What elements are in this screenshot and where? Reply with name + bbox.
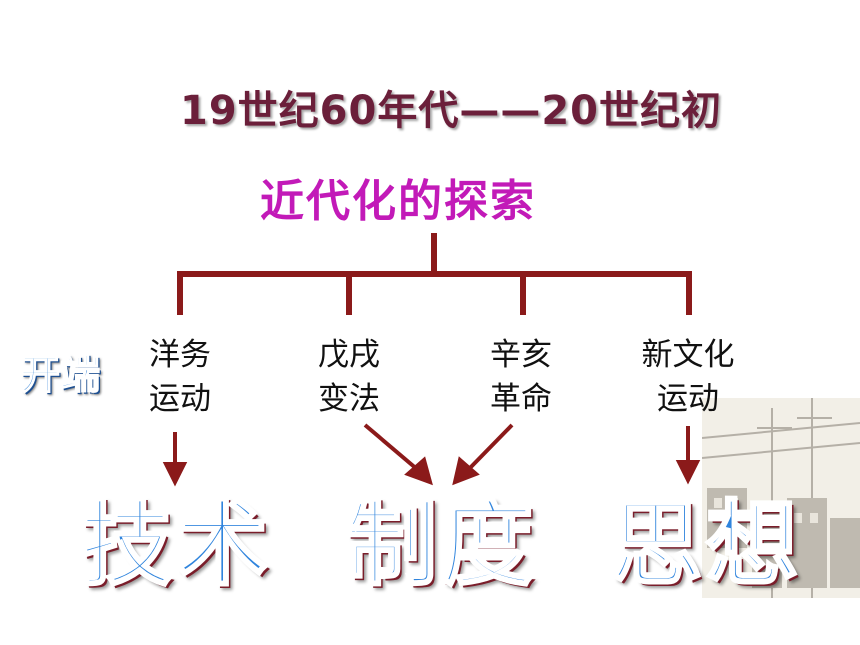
- node-line: 革命: [490, 381, 552, 417]
- background-photo: [702, 398, 860, 598]
- node-line: 运动: [657, 381, 719, 417]
- side-label-kaiduan: 开端: [19, 351, 101, 399]
- arrow-head-1: [162, 462, 188, 487]
- arrow-head-2: [404, 456, 433, 486]
- arrow-line-3: [466, 423, 514, 472]
- node-line: 新文化: [641, 337, 735, 373]
- outcome-thought: 思想: [608, 490, 803, 600]
- arrow-line-2: [363, 423, 420, 472]
- arrow-head-3: [452, 456, 480, 486]
- outcome-technology: 技术: [78, 490, 273, 600]
- node-line: 运动: [149, 381, 211, 417]
- arrow-head-4: [675, 460, 701, 485]
- topic-title: 近代化的探索: [260, 176, 536, 227]
- outcome-institution: 制度: [343, 490, 538, 600]
- node-hundred-days-reform: 戊戌 变法: [264, 333, 434, 421]
- node-line: 变法: [318, 381, 380, 417]
- period-title: 19世纪60年代——20世纪初: [180, 88, 722, 134]
- node-new-culture-movement: 新文化 运动: [603, 333, 773, 421]
- node-line: 戊戌: [318, 337, 380, 373]
- node-line: 辛亥: [490, 337, 552, 373]
- node-westernization-movement: 洋务 运动: [95, 333, 265, 421]
- node-line: 洋务: [149, 337, 211, 373]
- node-xinhai-revolution: 辛亥 革命: [436, 333, 606, 421]
